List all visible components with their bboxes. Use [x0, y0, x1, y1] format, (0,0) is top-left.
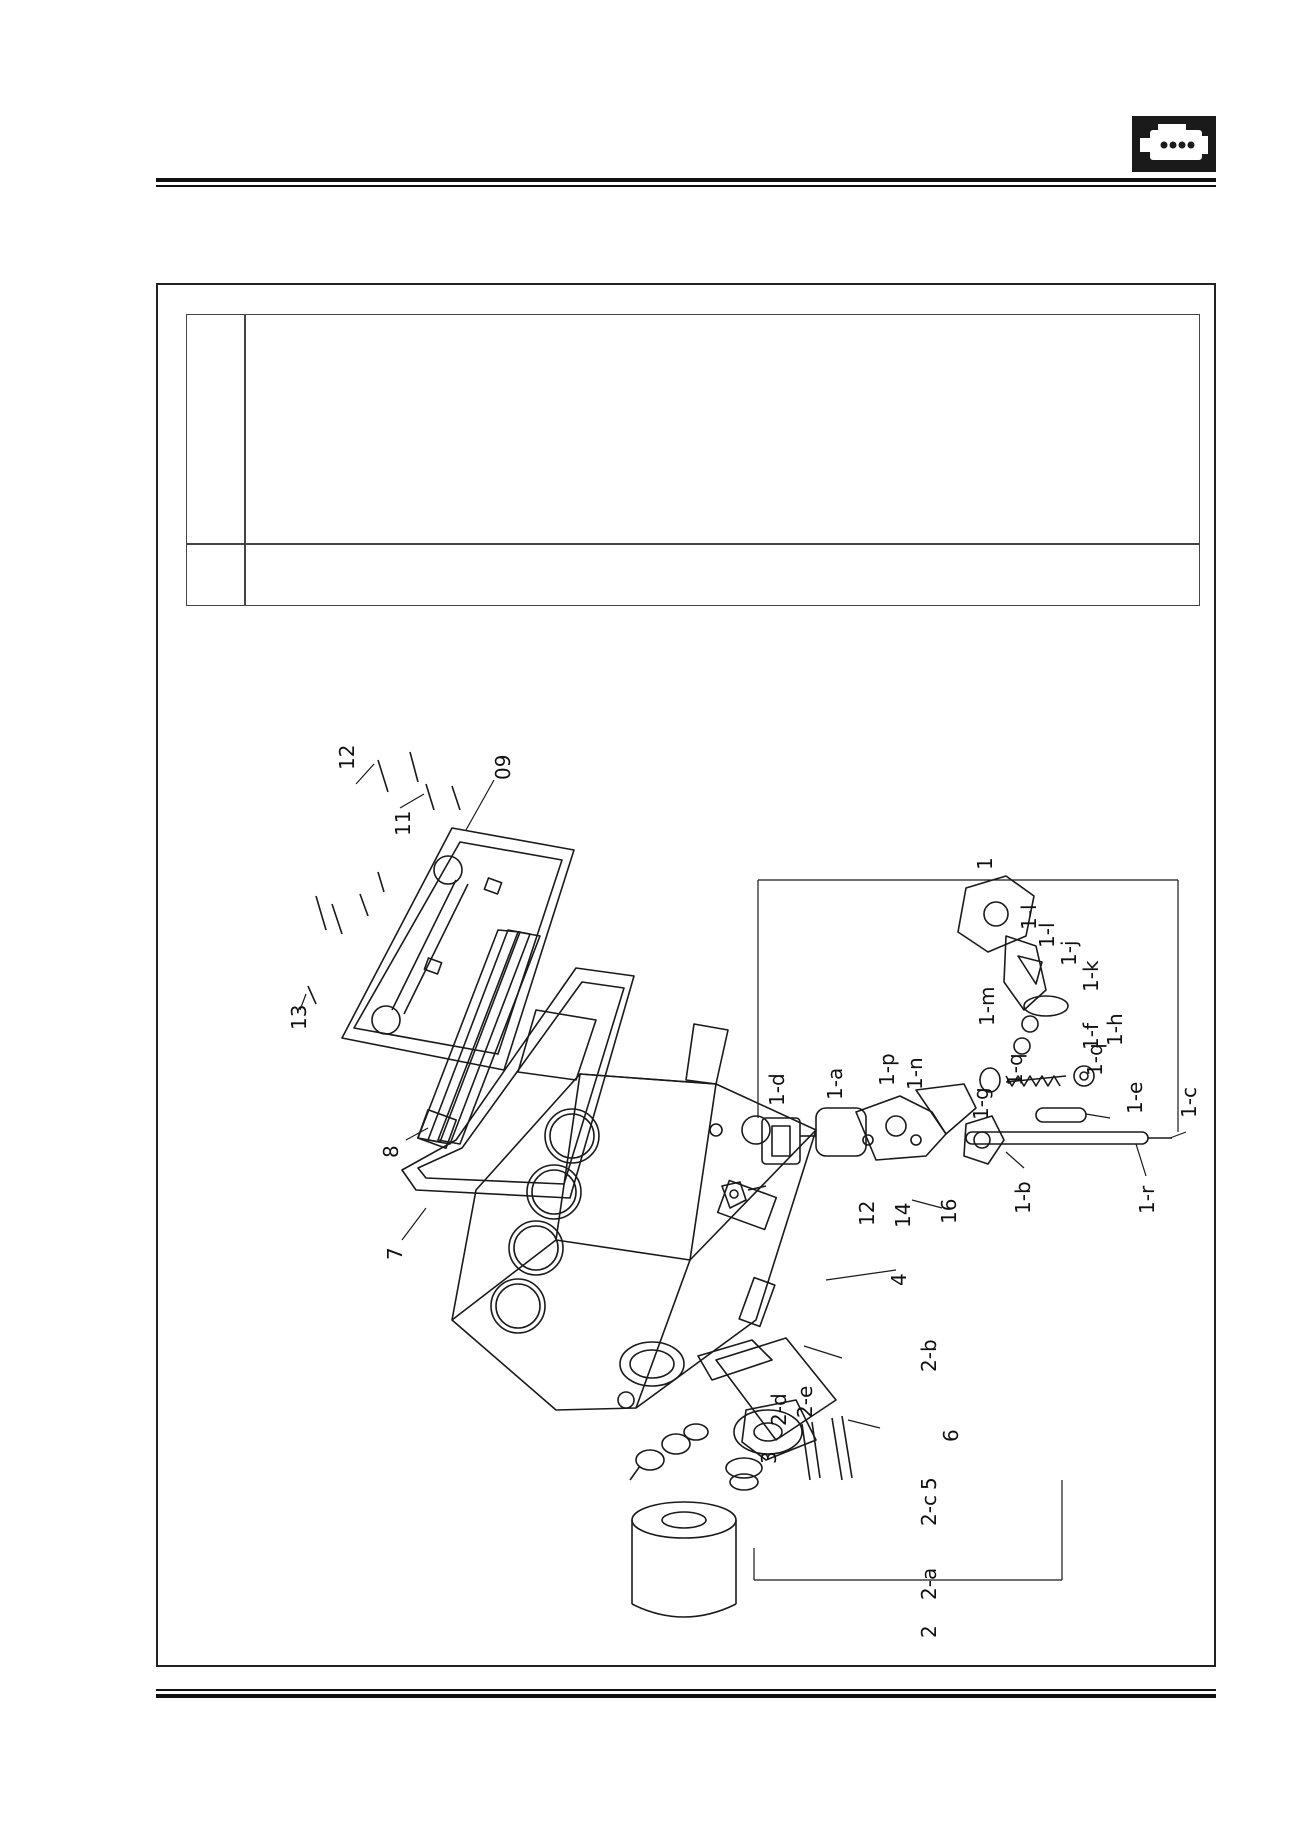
label-1l-a: 1-l	[1017, 905, 1041, 931]
label-1r: 1-r	[1135, 1185, 1159, 1214]
header-rule-thick	[156, 178, 1216, 182]
label-1: 1	[973, 857, 997, 870]
label-09: 09	[491, 755, 515, 780]
label-12b: 12	[855, 1201, 879, 1226]
filter-nipple	[725, 1457, 763, 1491]
oil-filter-cartridge	[631, 1501, 737, 1618]
label-8: 8	[379, 1145, 403, 1158]
content-frame	[156, 283, 1216, 1667]
label-1b: 1-b	[1011, 1181, 1035, 1214]
label-1g: 1-g	[969, 1087, 993, 1120]
cover-bolts	[307, 751, 461, 1005]
label-5: 5	[917, 1477, 941, 1490]
relief-valve-housing	[957, 875, 1069, 1055]
label-2c: 2-c	[917, 1495, 941, 1526]
relief-valve-parts	[963, 1065, 1172, 1165]
header-rule-thin	[156, 185, 1216, 187]
label-1e: 1-e	[1123, 1082, 1147, 1114]
label-1n: 1-n	[903, 1057, 927, 1090]
label-1j: 1-j	[1057, 941, 1081, 967]
label-4: 4	[887, 1273, 911, 1286]
label-1l-b: 1-l	[1035, 923, 1059, 949]
pump-bracket	[721, 1181, 767, 1209]
label-12a: 12	[335, 745, 359, 770]
exploded-parts-diagram: 12 09 11 13 8 7 1 1-l 1-l 1-j 1-k 1-m 1-…	[287, 745, 1201, 1638]
filter-head-bolts	[801, 1415, 853, 1481]
label-1c: 1-c	[1177, 1087, 1201, 1118]
label-2d: 2-d	[767, 1393, 791, 1426]
label-13: 13	[287, 1005, 311, 1030]
label-3: 3	[757, 1451, 781, 1464]
label-2e: 2-e	[793, 1386, 817, 1418]
label-11: 11	[391, 811, 415, 836]
info-table	[186, 314, 1200, 606]
oil-cooler-core	[416, 929, 541, 1150]
label-1h: 1-h	[1103, 1013, 1127, 1046]
oil-pressure-sender	[629, 1423, 709, 1481]
label-1a: 1-a	[823, 1068, 847, 1100]
label-1q-a: 1-q	[1003, 1053, 1027, 1086]
label-1f: 1-f	[1079, 1022, 1103, 1050]
label-1q-b: 1-q	[1083, 1043, 1107, 1076]
label-1d: 1-d	[765, 1073, 789, 1106]
footer-rule-thick	[156, 1694, 1216, 1698]
table-column-divider	[244, 315, 246, 605]
label-2: 2	[917, 1625, 941, 1638]
engine-icon	[1132, 116, 1216, 172]
oil-filter-head	[697, 1337, 837, 1461]
label-2b: 2-b	[917, 1339, 941, 1372]
label-16: 16	[937, 1199, 961, 1224]
engine-block	[451, 1023, 817, 1411]
label-7: 7	[383, 1247, 407, 1260]
footer-rule-thin	[156, 1689, 1216, 1691]
label-1p: 1-p	[875, 1053, 899, 1086]
label-1m: 1-m	[975, 987, 999, 1026]
oil-pump-assembly	[761, 1083, 977, 1165]
oil-cooler-gasket	[401, 967, 635, 1199]
label-6: 6	[939, 1429, 963, 1442]
table-row-divider	[187, 543, 1199, 545]
label-1k: 1-k	[1079, 960, 1103, 992]
label-2a: 2-a	[917, 1568, 941, 1600]
label-14: 14	[891, 1203, 915, 1228]
